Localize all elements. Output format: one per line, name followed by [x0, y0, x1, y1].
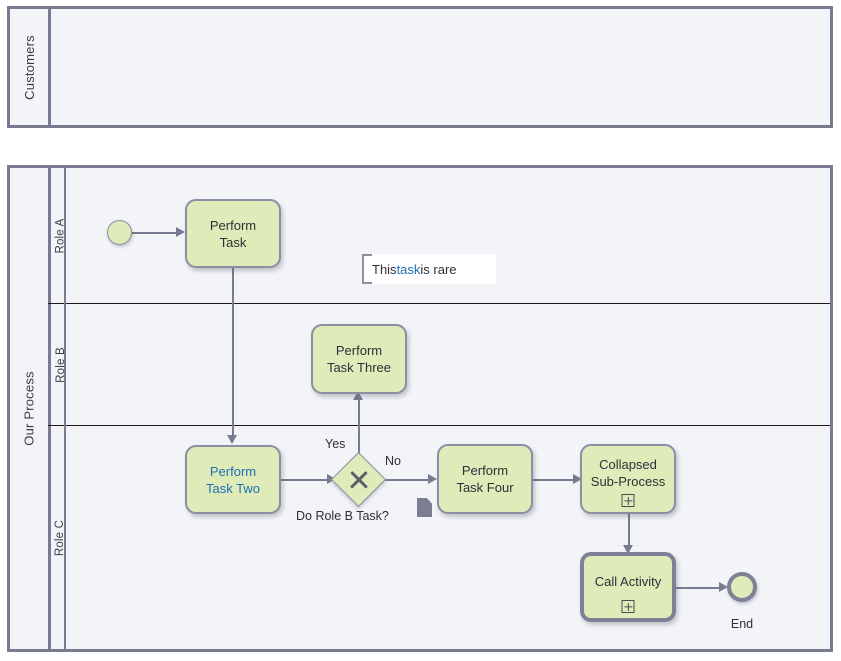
task-perform-task-two[interactable]: Perform Task Two	[185, 445, 281, 514]
flow-call-activity-to-end-arrow	[719, 582, 728, 592]
lane-header-role-a[interactable]: Role A	[51, 168, 70, 304]
start-event[interactable]	[107, 220, 132, 245]
task-perform-task-three[interactable]: Perform Task Three	[311, 324, 407, 394]
task-collapsed-sub-process-label-1: Collapsed	[599, 457, 657, 472]
task-perform-task-two-label-1: Perform	[209, 463, 257, 479]
lane-header-role-c[interactable]: Role C	[51, 426, 70, 649]
flow-perform-task-to-task-two	[232, 268, 234, 438]
data-object-icon[interactable]	[417, 498, 432, 517]
task-perform-task[interactable]: Perform Task	[185, 199, 281, 268]
data-object-fold-corner	[426, 498, 432, 504]
annotation-bracket-icon	[362, 254, 372, 284]
flow-gateway-yes-arrow	[353, 391, 363, 400]
flow-gateway-no-arrow	[428, 474, 437, 484]
lane-divider-b-c	[48, 425, 830, 426]
task-perform-task-label-2: Task	[219, 234, 247, 250]
flow-start-to-perform-task	[131, 232, 177, 234]
annotation-text-prefix: This	[372, 261, 397, 277]
task-perform-task-four-label-1: Perform	[461, 463, 509, 478]
lane-divider-a-b	[48, 303, 830, 304]
end-event[interactable]	[727, 572, 757, 602]
annotation-text-link[interactable]: task	[396, 261, 421, 277]
flow-sub-process-to-call-activity	[628, 514, 630, 548]
sub-process-plus-marker-icon[interactable]	[621, 494, 635, 507]
flow-call-activity-to-end	[675, 587, 721, 589]
call-activity-plus-marker-icon[interactable]	[621, 600, 635, 613]
flow-perform-task-to-task-two-arrow	[227, 435, 237, 444]
flow-sub-process-to-call-activity-arrow	[623, 545, 633, 554]
flow-task-four-to-sub-process	[533, 479, 575, 481]
lane-header-role-b[interactable]: Role B	[51, 304, 70, 426]
flow-start-to-perform-task-arrow	[176, 227, 185, 237]
end-event-label: End	[730, 617, 754, 631]
gateway-diamond-shape	[330, 451, 387, 508]
task-collapsed-sub-process-label-2: Sub-Process	[590, 474, 666, 489]
gateway-role-b-label: Do Role B Task?	[296, 509, 389, 523]
task-call-activity[interactable]: Call Activity	[580, 552, 676, 622]
pool-customers[interactable]: Customers	[7, 6, 833, 128]
flow-label-no: No	[385, 454, 401, 468]
flow-task-two-to-gateway	[281, 479, 329, 481]
task-collapsed-sub-process[interactable]: Collapsed Sub-Process	[580, 444, 676, 514]
lane-header-separator	[64, 168, 66, 649]
task-perform-task-three-label-2: Task Three	[326, 360, 392, 375]
pool-customers-label: Customers	[21, 34, 37, 100]
flow-gateway-no-to-task-four	[380, 479, 430, 481]
pool-our-process-label: Our Process	[21, 371, 37, 446]
task-perform-task-four[interactable]: Perform Task Four	[437, 444, 533, 514]
flow-label-yes: Yes	[325, 437, 346, 451]
task-call-activity-label-1: Call Activity	[594, 573, 662, 589]
task-perform-task-label-1: Perform	[209, 217, 257, 233]
pool-our-process[interactable]: Our Process Role A Role B Role C	[7, 165, 833, 652]
task-perform-task-two-label-2: Task Two	[206, 480, 260, 496]
text-annotation[interactable]: This task is rare	[362, 254, 496, 284]
pool-customers-header[interactable]: Customers	[10, 9, 51, 125]
task-perform-task-four-label-2: Task Four	[456, 480, 514, 495]
gateway-role-b[interactable]	[330, 451, 387, 508]
annotation-text-suffix: is rare	[420, 261, 457, 277]
pool-our-process-header[interactable]: Our Process	[10, 168, 51, 649]
flow-gateway-yes-to-task-three	[358, 397, 360, 460]
task-perform-task-three-label-1: Perform	[335, 343, 383, 358]
flow-task-four-to-sub-process-arrow	[573, 474, 582, 484]
